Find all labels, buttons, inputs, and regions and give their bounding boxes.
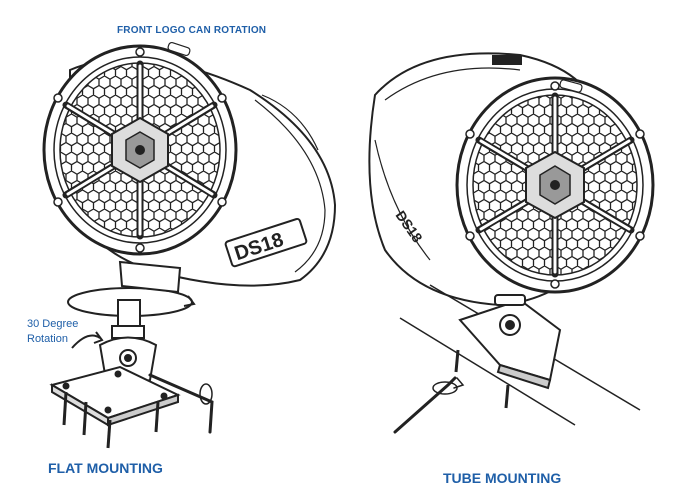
front-logo-rotation-label: FRONT LOGO CAN ROTATION	[117, 25, 267, 36]
tube-mount-grille	[455, 76, 655, 294]
rotation-note-line2: Rotation	[27, 333, 68, 345]
hex-key-right-icon	[393, 376, 465, 434]
rotation-note-line1: 30 Degree	[27, 318, 79, 330]
mounting-plate-icon	[49, 365, 181, 449]
flat-mounting-caption: FLAT MOUNTING	[48, 460, 163, 476]
flat-mount-swivel	[98, 260, 182, 385]
front-logo-badge-right	[559, 79, 583, 93]
hex-key-icon	[148, 373, 214, 434]
front-logo-badge	[167, 41, 191, 57]
tube-clamp-icon	[399, 284, 641, 426]
rotation-indicator-icon	[71, 334, 101, 349]
brand-logo-side: DS18	[224, 217, 308, 268]
tube-mounting-caption: TUBE MOUNTING	[443, 470, 562, 486]
rotation-note: 30 Degree Rotation	[27, 317, 78, 347]
flat-mount-grille	[42, 41, 238, 256]
